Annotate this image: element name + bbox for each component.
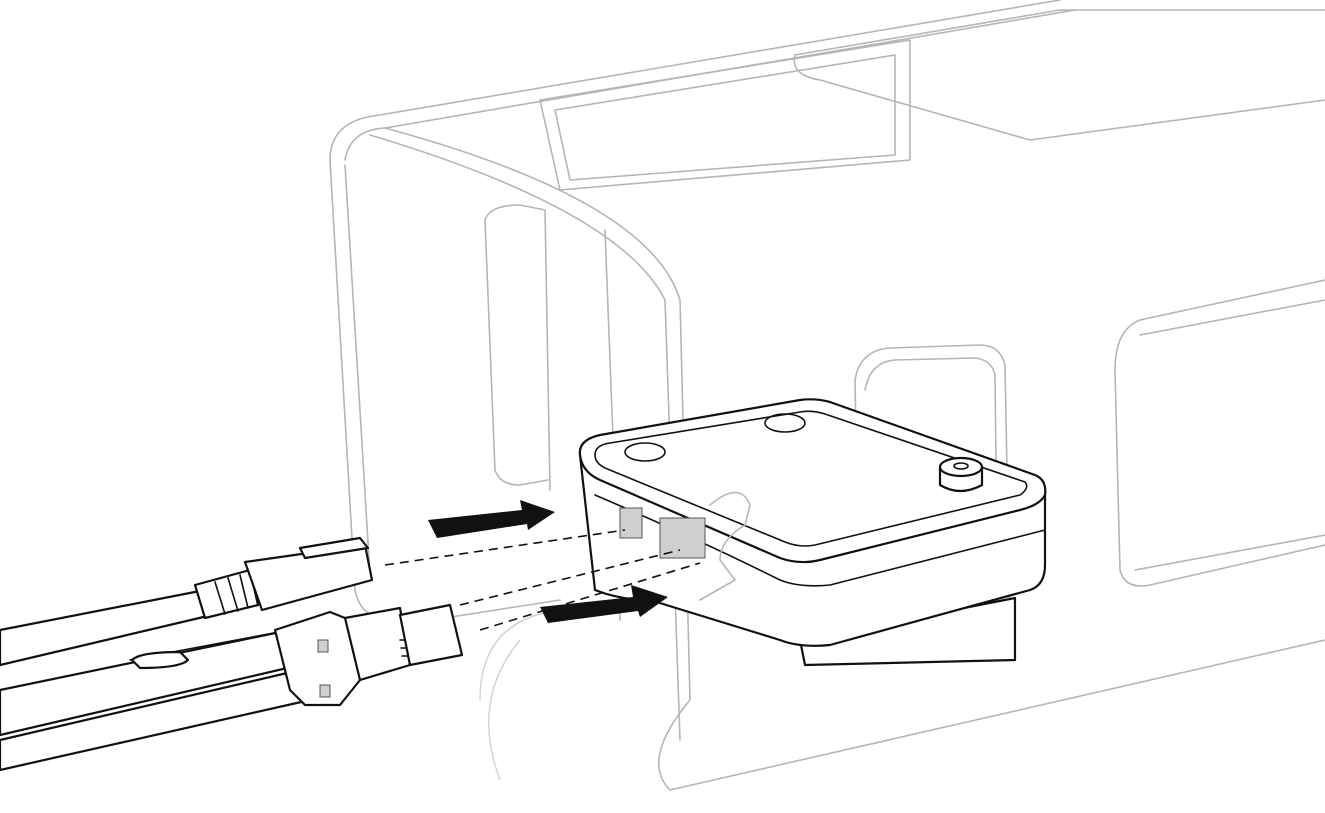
alignment-dashes: [384, 529, 701, 631]
arrow-right-icon: [428, 500, 555, 538]
screw-hole-2: [764, 413, 806, 433]
arrow-right-icon: [540, 585, 668, 623]
ethernet-port-1: [619, 507, 643, 539]
screw-hole-1: [624, 442, 666, 462]
enclosure: [329, 0, 1325, 791]
dual-cable-connector: [0, 603, 464, 772]
network-module: [578, 398, 1047, 667]
ethernet-cable: [0, 536, 374, 667]
insert-arrows: [428, 500, 668, 623]
ethernet-port-2: [659, 517, 706, 559]
cable-tie: [130, 650, 190, 670]
standoff-post: [938, 456, 984, 493]
